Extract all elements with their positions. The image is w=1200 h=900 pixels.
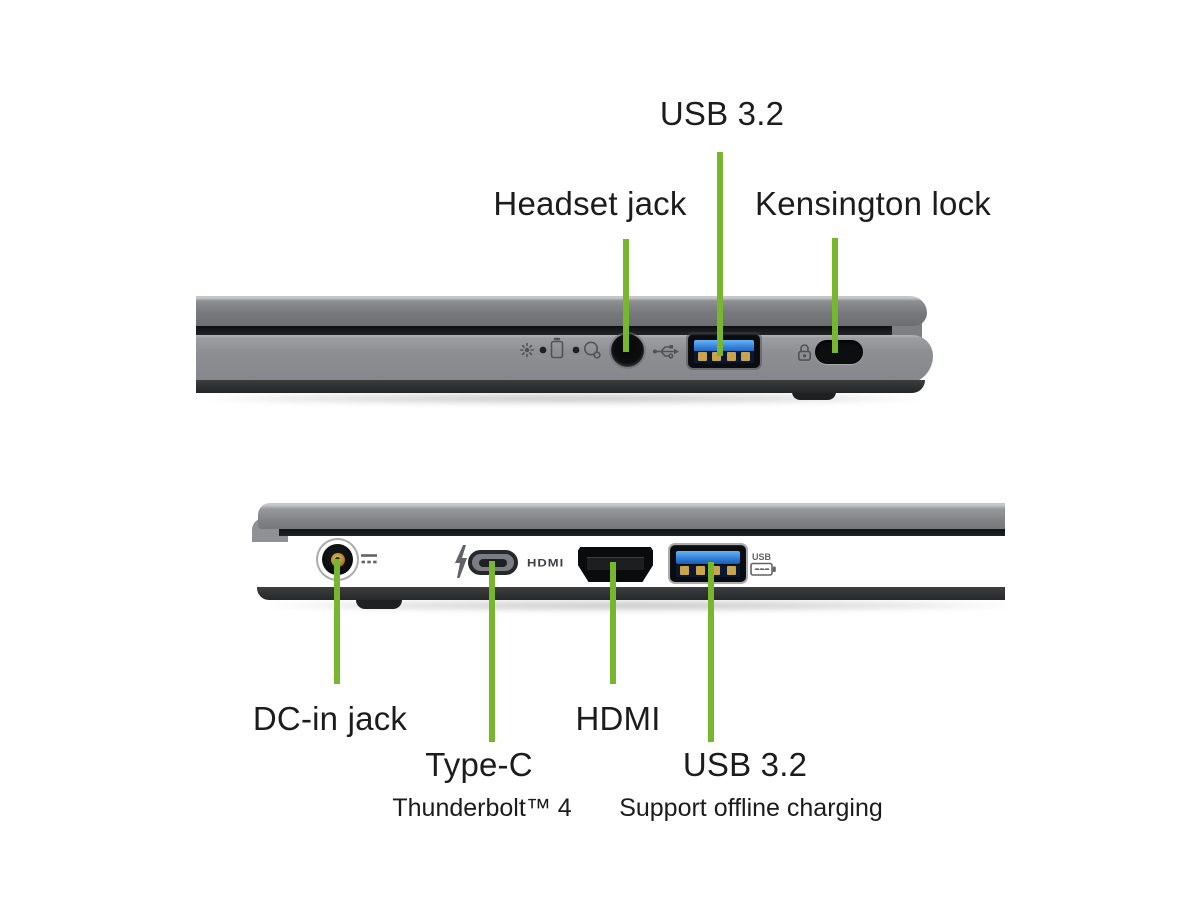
dc-in-symbol-icon (361, 554, 377, 564)
power-led-icon (520, 342, 534, 358)
indicator-dot (572, 346, 580, 354)
usb-battery-charging-icon: USB (750, 552, 776, 576)
laptop-bottom-strip (196, 380, 925, 393)
laptop-lid-edge (196, 296, 927, 326)
callout-line-headset-jack (623, 239, 629, 352)
usb-port-tongue (676, 551, 740, 564)
callout-label-usb32-top: USB 3.2 (659, 95, 785, 132)
kensington-lock-icon (797, 344, 811, 361)
battery-indicator-icon (550, 337, 564, 359)
thunderbolt-icon (455, 545, 467, 578)
callout-line-kensington-lock (832, 238, 838, 353)
callout-line-usb32-top (717, 152, 723, 356)
usb-port-contacts (694, 351, 754, 363)
usb-port-tongue (694, 340, 754, 353)
laptop-shadow (268, 600, 1010, 611)
callout-label-dc-in-jack: DC-in jack (252, 700, 408, 737)
kensington-lock-slot (815, 340, 863, 364)
callout-sublabel-thunderbolt4: Thunderbolt™ 4 (392, 794, 572, 822)
laptop-shadow (206, 393, 922, 404)
callout-line-dc-in (334, 559, 340, 684)
callout-line-usb32-bottom (708, 562, 714, 742)
laptop-bottom-strip (257, 587, 1005, 600)
headset-icon (584, 341, 601, 359)
callout-line-hdmi (610, 562, 616, 684)
laptop-lid-base-seam (279, 528, 1005, 536)
callout-label-type-c: Type-C (425, 746, 533, 783)
callout-sublabel-offline-charging: Support offline charging (619, 794, 883, 822)
callout-label-headset-jack: Headset jack (493, 185, 687, 222)
callout-label-kensington-lock: Kensington lock (755, 185, 991, 222)
svg-text:USB: USB (752, 552, 772, 562)
usb-a-port (688, 334, 760, 368)
status-indicator-icons (520, 337, 601, 359)
callout-label-hdmi: HDMI (575, 700, 661, 737)
hdmi-logo-engraving: HDMI (527, 556, 565, 569)
callout-line-type-c (489, 561, 495, 742)
usb-trident-icon (653, 345, 679, 359)
callout-label-usb32-bottom: USB 3.2 (682, 746, 808, 783)
laptop-lid-edge (258, 503, 1005, 529)
laptop-lid-base-seam (196, 326, 892, 335)
indicator-dot (539, 346, 547, 354)
